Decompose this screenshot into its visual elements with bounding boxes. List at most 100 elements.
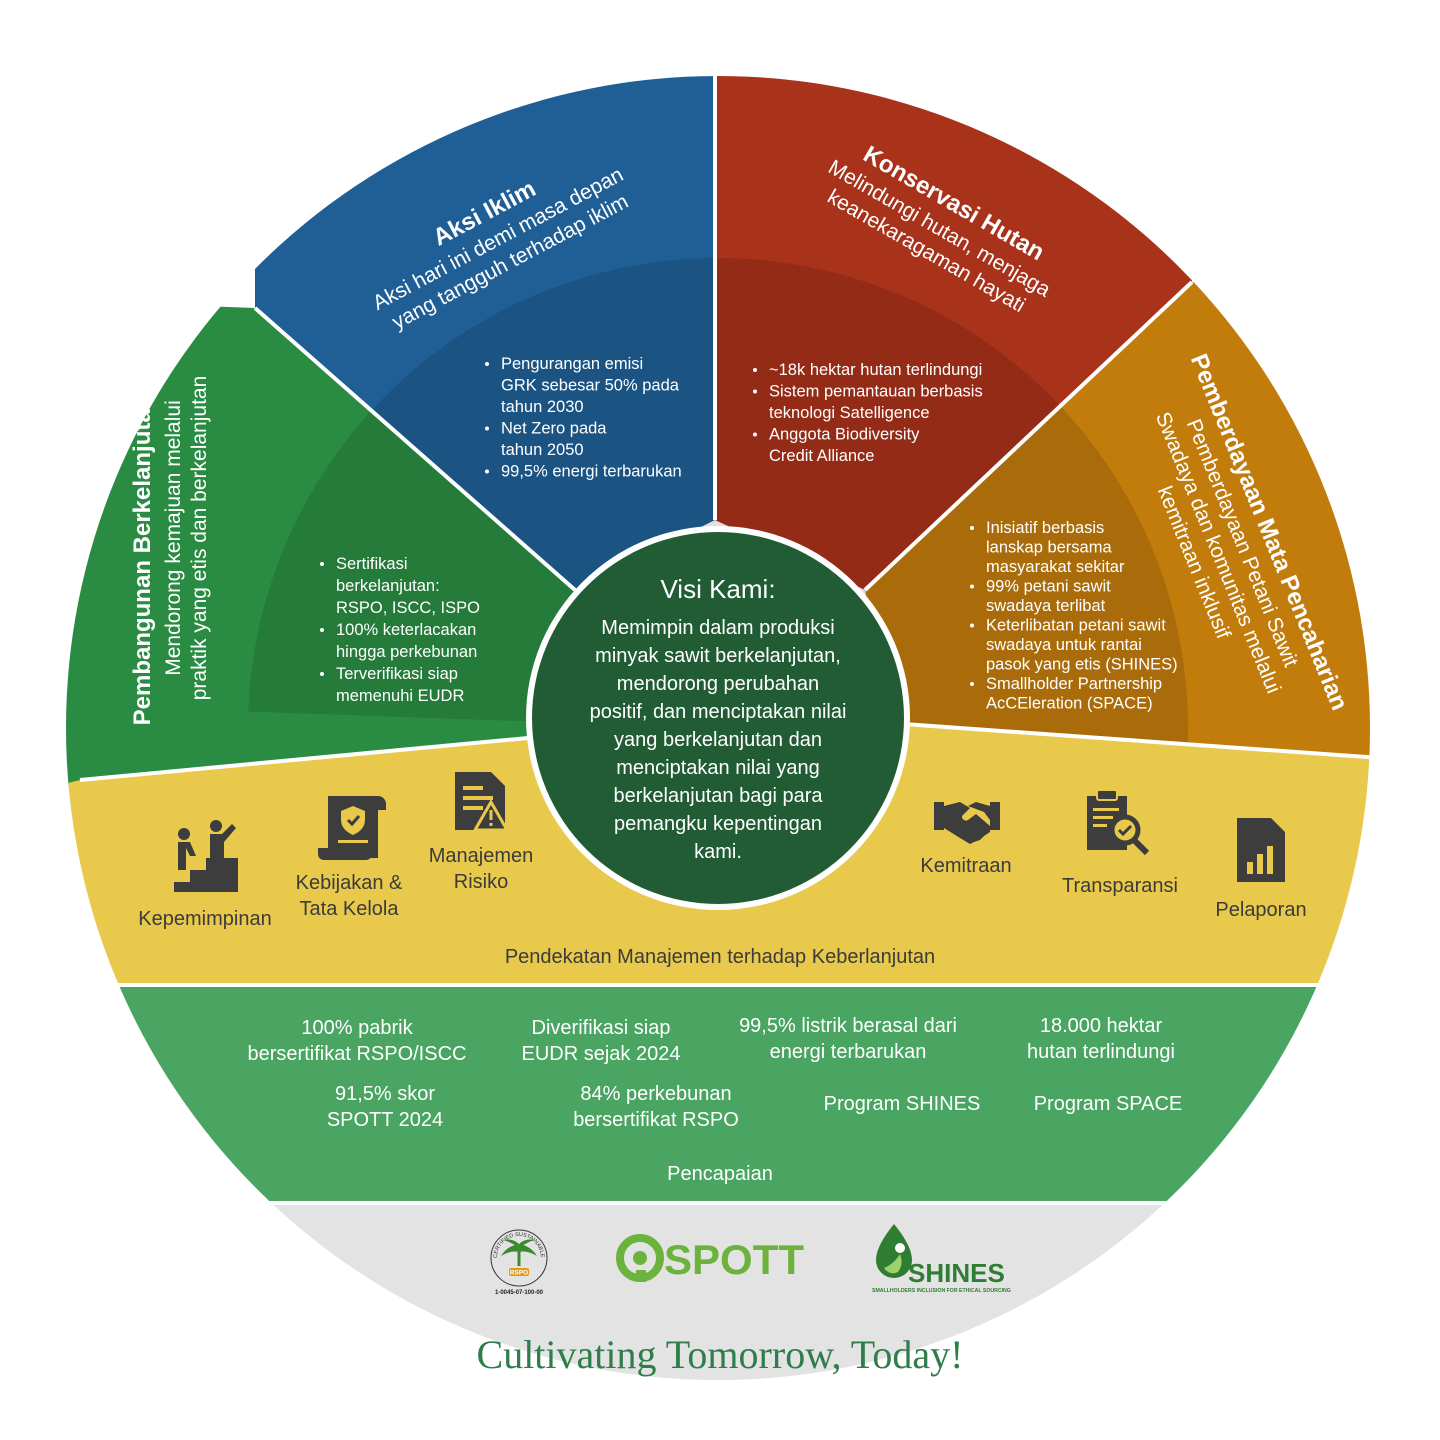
bullet-text: Anggota Biodiversity — [769, 426, 920, 444]
bullet-dot — [320, 672, 324, 676]
achievement-item: 84% perkebunan — [580, 1083, 731, 1105]
bullet-dot — [485, 362, 489, 366]
bullet-dot — [753, 389, 757, 394]
bullet-text: tahun 2050 — [501, 441, 584, 459]
bullet-text: berkelanjutan: — [336, 577, 440, 595]
bullet-dot — [970, 682, 974, 686]
tagline: Cultivating Tomorrow, Today! — [477, 1332, 964, 1377]
bullet-text: Sistem pemantauan berbasis — [769, 383, 983, 401]
management-label: Pelaporan — [1215, 899, 1306, 921]
bullet-text: RSPO, ISCC, ISPO — [336, 599, 480, 617]
rspo-label: RSPO — [510, 1270, 528, 1277]
bullet-list-pembangunan: Sertifikasi berkelanjutan: RSPO, ISCC, ISP… — [320, 555, 480, 705]
bullet-text: memenuhi EUDR — [336, 687, 464, 705]
sector-pembangunan-berkelanjutan — [66, 300, 575, 790]
bullet-text: teknologi Satelligence — [769, 404, 930, 422]
report-chart-icon — [1237, 818, 1285, 882]
sector-subtitle: praktik yang etis dan berkelanjutan — [188, 376, 211, 701]
bullet-dot — [753, 432, 757, 437]
achievement-list: 100% pabrik bersertifikat RSPO/ISCC Diveri… — [248, 1015, 1183, 1131]
bullet-text: swadaya terlibat — [986, 597, 1106, 615]
handshake-icon — [934, 802, 1000, 844]
bullet-dot — [485, 426, 489, 431]
bullet-text: Smallholder Partnership — [986, 675, 1162, 693]
vision-line: pemangku kepentingan — [614, 813, 822, 835]
vision-line: minyak sawit berkelanjutan, — [595, 645, 841, 667]
shines-tagline: SMALLHOLDERS INCLUSION FOR ETHICAL SOURC… — [872, 1288, 1011, 1294]
sector-title: Pembangunan Berkelanjutan — [129, 395, 156, 726]
bullet-text: lanskap bersama — [986, 539, 1112, 557]
bullet-text: swadaya untuk rantai — [986, 636, 1142, 654]
sector-green-heading: Pembangunan Berkelanjutan Mendorong kema… — [129, 376, 211, 726]
bullet-text: Inisiatif berbasis — [986, 519, 1104, 537]
management-label: Transparansi — [1062, 875, 1178, 897]
management-label: Kemitraan — [920, 855, 1011, 877]
vision-line: positif, dan menciptakan nilai — [590, 701, 847, 723]
bullet-text: GRK sebesar 50% pada — [501, 377, 680, 395]
bullet-dot — [970, 526, 974, 530]
shines-wordmark: SHINES — [908, 1258, 1005, 1288]
achievement-band — [66, 985, 1370, 1205]
bullet-text: Pengurangan emisi — [501, 355, 643, 373]
vision-line: mendorong perubahan — [617, 673, 819, 695]
rspo-logo: CERTIFIED SUSTAINABLE PALM OIL RSPO 1-00… — [490, 1229, 548, 1296]
bullet-dot — [320, 562, 324, 566]
vision-text: Memimpin dalam produksi minyak sawit berk… — [590, 617, 847, 863]
bullet-text: 99,5% energi terbarukan — [501, 463, 682, 481]
achievement-item: 99,5% listrik berasal dari — [739, 1015, 957, 1037]
spott-wordmark: SPOTT — [664, 1236, 804, 1283]
clipboard-check-icon — [1087, 789, 1150, 856]
bullet-text: Credit Alliance — [769, 447, 874, 465]
shines-logo: SHINES SMALLHOLDERS INCLUSION FOR ETHICA… — [872, 1224, 1011, 1294]
sector-aksi-iklim — [255, 76, 715, 590]
vision-line: Memimpin dalam produksi — [601, 617, 834, 639]
bullet-dot — [320, 628, 324, 632]
management-label: Tata Kelola — [300, 898, 400, 920]
achievement-item: bersertifikat RSPO/ISCC — [248, 1043, 467, 1065]
management-label: Risiko — [454, 871, 508, 893]
leadership-icon — [174, 820, 238, 892]
bullet-dot — [485, 469, 489, 474]
vision-title: Visi Kami: — [660, 574, 775, 604]
bullet-text: hingga perkebunan — [336, 643, 477, 661]
bullet-dot — [970, 584, 974, 589]
achievement-item: energi terbarukan — [770, 1041, 927, 1063]
management-label: Kebijakan & — [296, 872, 403, 894]
bullet-dot — [970, 623, 974, 628]
achievement-item: 18.000 hektar — [1040, 1015, 1163, 1037]
management-label: Manajemen — [429, 845, 534, 867]
bullet-text: Keterlibatan petani sawit — [986, 617, 1166, 635]
vision-line: kami. — [694, 841, 742, 863]
achievement-item: 100% pabrik — [301, 1017, 413, 1039]
bullet-text: pasok yang etis (SHINES) — [986, 656, 1178, 674]
bullet-text: tahun 2030 — [501, 398, 584, 416]
vision-line: menciptakan nilai yang — [616, 757, 819, 779]
bullet-text: Sertifikasi — [336, 555, 408, 573]
vision-line: yang berkelanjutan dan — [614, 729, 822, 751]
spott-logo: SPOTT — [616, 1234, 804, 1283]
bullet-text: ~18k hektar hutan terlindungi — [769, 361, 982, 379]
vision-circle — [532, 532, 904, 904]
sector-pemberdayaan-mata-pencaharian — [865, 282, 1370, 760]
achievement-item: Diverifikasi siap — [532, 1017, 671, 1039]
bullet-text: 100% keterlacakan — [336, 621, 476, 639]
rspo-code: 1-0045-07-100-00 — [495, 1290, 544, 1296]
bullet-list-pemberdayaan: Inisiatif berbasis lanskap bersamamasyara… — [970, 519, 1178, 713]
achievement-item: 91,5% skor — [335, 1083, 435, 1105]
bullet-text: 99% petani sawit — [986, 578, 1111, 596]
achievement-item: bersertifikat RSPO — [573, 1109, 739, 1131]
bullet-text: Terverifikasi siap — [336, 665, 458, 683]
bullet-text: Net Zero pada — [501, 420, 607, 438]
achievement-item: hutan terlindungi — [1027, 1041, 1175, 1063]
achievement-title: Pencapaian — [667, 1163, 773, 1185]
bullet-text: masyarakat sekitar — [986, 558, 1125, 576]
management-label: Kepemimpinan — [138, 908, 271, 930]
bullet-text: AcCEleration (SPACE) — [986, 695, 1153, 713]
sector-subtitle: Mendorong kemajuan melalui — [162, 400, 185, 676]
bullet-dot — [753, 368, 757, 372]
policy-scroll-icon — [318, 796, 386, 860]
risk-document-icon — [455, 772, 510, 832]
achievement-item: Program SPACE — [1034, 1093, 1183, 1115]
